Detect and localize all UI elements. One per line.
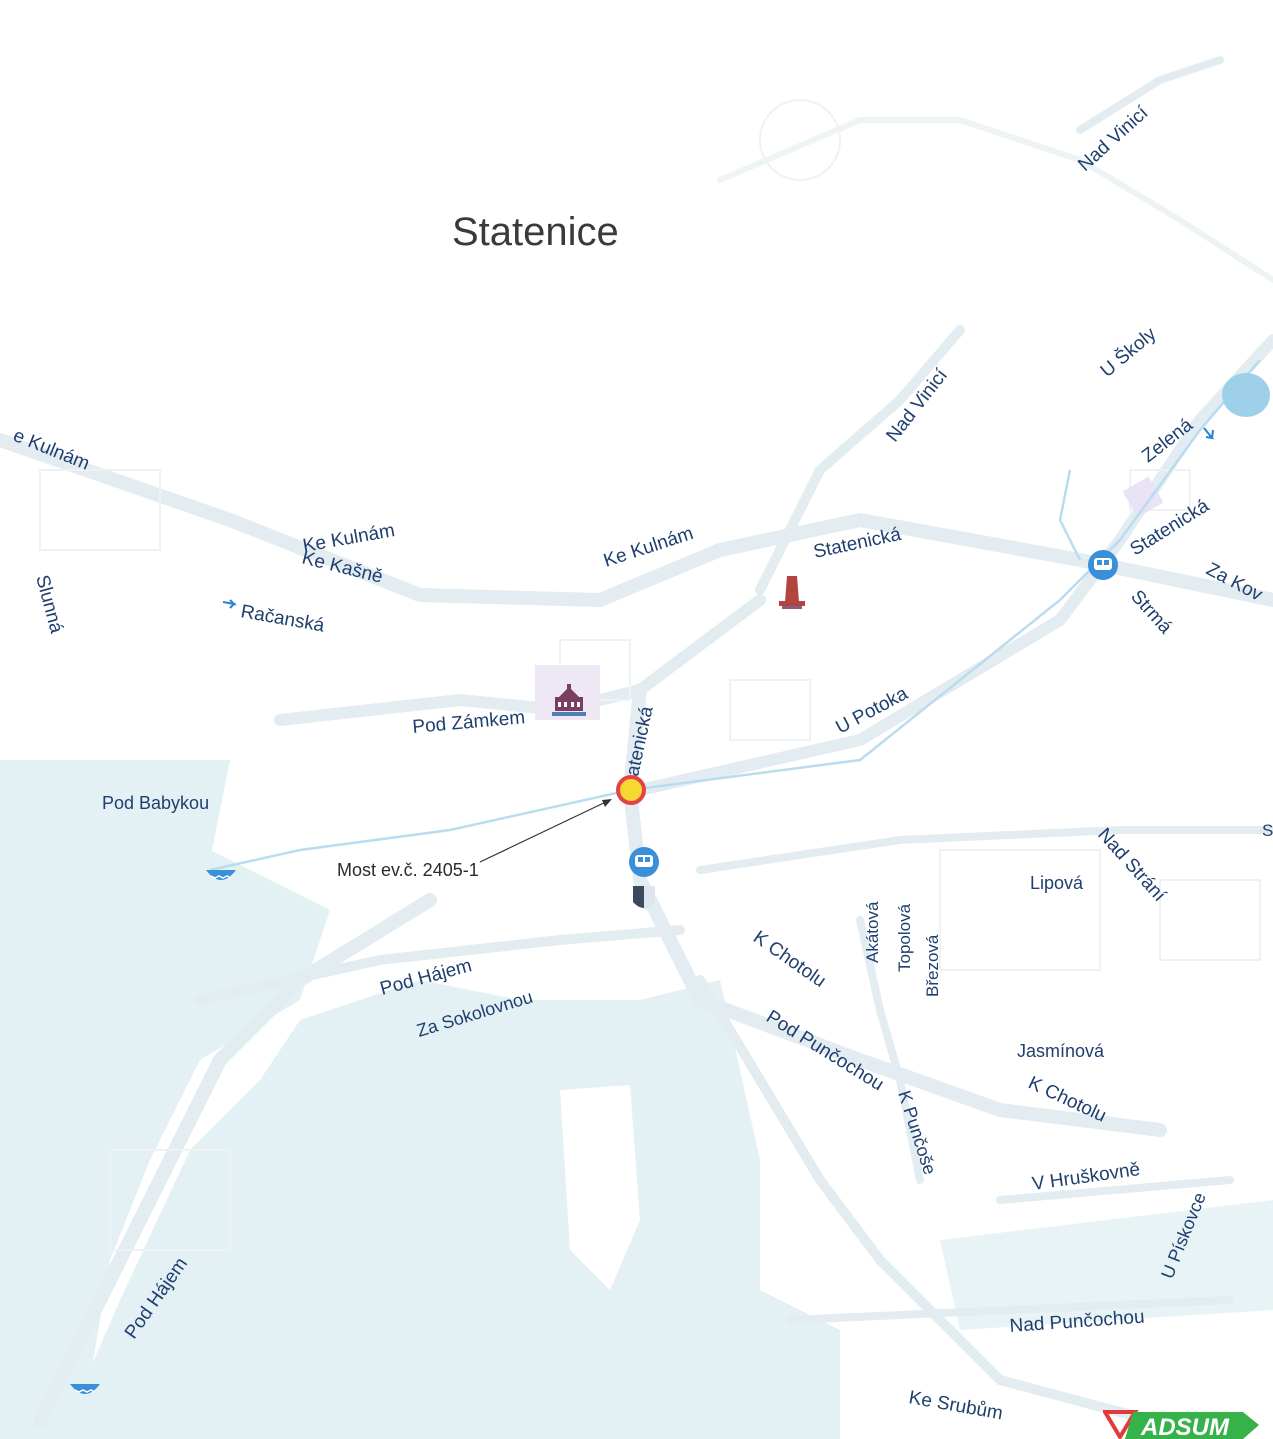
street-label: Pod Punčochou [762, 1006, 887, 1095]
street-label: Slunná [31, 573, 67, 636]
building-highlight [1122, 476, 1164, 518]
street-label: Jasmínová [1017, 1041, 1105, 1061]
street-label: Pod Babykou [102, 793, 209, 813]
street-label: atenická [622, 704, 657, 778]
bus-stop-icon[interactable] [629, 847, 659, 877]
marker-leader-line [479, 799, 611, 863]
marker-leader-arrowhead [602, 799, 612, 807]
adsum-logo: ADSUM [1103, 1410, 1259, 1439]
streams [209, 359, 1261, 872]
oneway-arrow-icon [222, 427, 1215, 609]
street-label: Pod Zámkem [412, 707, 526, 738]
street-label: K Punčoše [894, 1088, 940, 1177]
street-label: Akátová [863, 901, 882, 963]
street-label: Ke Kašně [300, 547, 385, 587]
street-label: Nad Strání [1093, 824, 1170, 906]
town-hall-icon[interactable] [633, 886, 655, 910]
bridge-marker[interactable] [616, 775, 646, 805]
street-label: Ke Srubům [907, 1387, 1004, 1424]
street-label: Strmá [1126, 586, 1176, 638]
forest-areas [0, 760, 1273, 1439]
pond [1222, 373, 1270, 417]
monument-icon[interactable] [779, 576, 805, 609]
logo-text: ADSUM [1140, 1414, 1230, 1439]
marker-label: Most ev.č. 2405-1 [337, 860, 479, 880]
street-label: K Chotolu [749, 927, 829, 992]
street-label: Račanská [239, 601, 326, 636]
street-label: Topolová [895, 903, 914, 972]
bus-stop-icon[interactable] [1088, 550, 1118, 580]
castle-icon[interactable] [552, 684, 586, 716]
water-feature-icon[interactable] [206, 870, 236, 880]
street-label: U Školy [1096, 323, 1161, 382]
town-name: Statenice [452, 210, 619, 254]
water-feature-icon[interactable] [70, 1384, 100, 1394]
street-label: Lipová [1030, 873, 1084, 893]
street-label: Březová [923, 934, 942, 997]
street-label: S [1262, 821, 1273, 840]
